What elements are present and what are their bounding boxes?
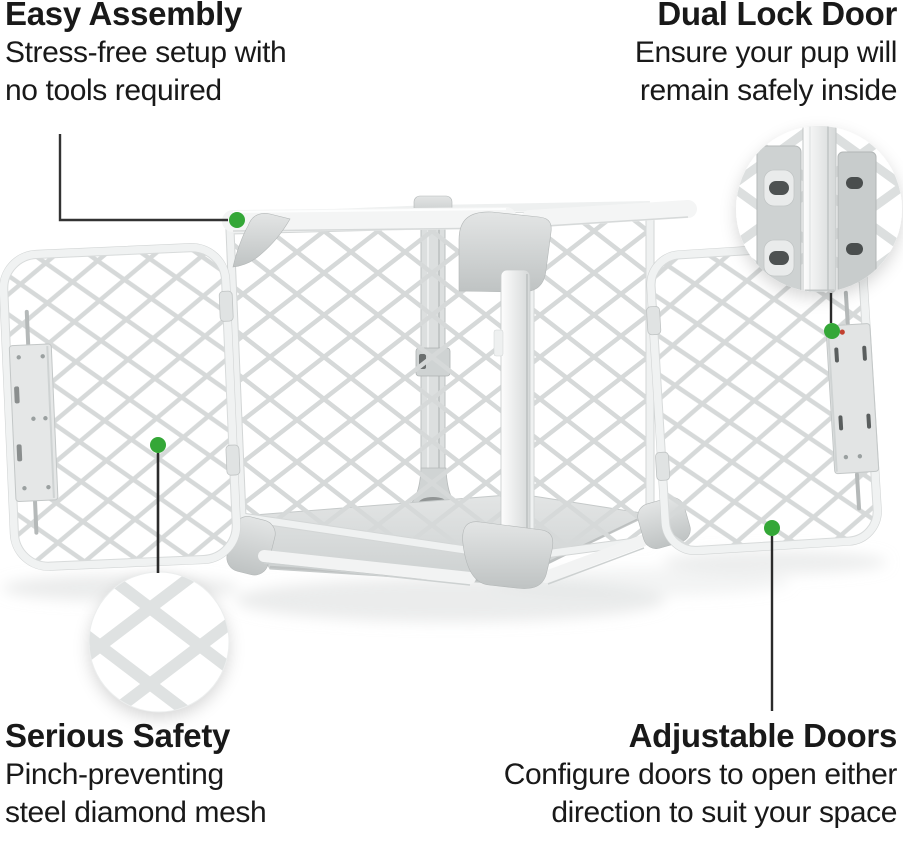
lock-door-frame-bar: [802, 126, 837, 292]
callout-title-adjustable-doors: Adjustable Doors: [628, 717, 898, 754]
crate-front-foot: [462, 521, 554, 589]
callout-adjustable-doors: Adjustable Doors Configure doors to open…: [503, 716, 898, 832]
marker-dual-lock-door: [824, 323, 840, 339]
callout-description-serious-safety: Pinch-preventing steel diamond mesh: [5, 758, 267, 829]
ground-shadows: [2, 550, 887, 622]
crate-right-panel: [525, 207, 655, 562]
callout-serious-safety: Serious Safety Pinch-preventing steel di…: [5, 716, 267, 832]
left-door-hinge: [218, 290, 234, 322]
callout-connectors: [58, 134, 840, 711]
left-door: [0, 243, 241, 571]
marker-adjustable-doors: [764, 520, 780, 536]
mesh-detail-inset: [88, 571, 230, 713]
lock-right-plate: [837, 151, 877, 292]
callout-title-serious-safety: Serious Safety: [5, 717, 231, 754]
connector-line-easy-assembly: [58, 134, 228, 222]
right-door: [646, 240, 882, 556]
lock-detail-inset: [736, 126, 902, 292]
callout-description-easy-assembly: Stress-free setup with no tools required: [5, 36, 287, 107]
callout-title-easy-assembly: Easy Assembly: [5, 0, 243, 32]
callout-title-dual-lock-door: Dual Lock Door: [657, 0, 897, 32]
left-door-latch-plate: [8, 309, 59, 535]
crate-front-post: [493, 269, 531, 559]
latch-indicator-dot: [839, 329, 845, 335]
crate-back-left-cap: [232, 213, 291, 268]
left-door-hinge: [225, 444, 241, 476]
callout-description-adjustable-doors: Configure doors to open either direction…: [503, 758, 898, 829]
callout-easy-assembly: Easy Assembly Stress-free setup with no …: [5, 0, 287, 110]
right-door-latch-plate: [825, 290, 880, 511]
right-door-hinge: [655, 451, 671, 481]
callout-dual-lock-door: Dual Lock Door Ensure your pup will rema…: [634, 0, 898, 110]
marker-serious-safety: [150, 437, 166, 453]
right-door-hinge: [646, 306, 662, 336]
callout-description-dual-lock-door: Ensure your pup will remain safely insid…: [634, 36, 898, 107]
marker-easy-assembly: [229, 212, 245, 228]
